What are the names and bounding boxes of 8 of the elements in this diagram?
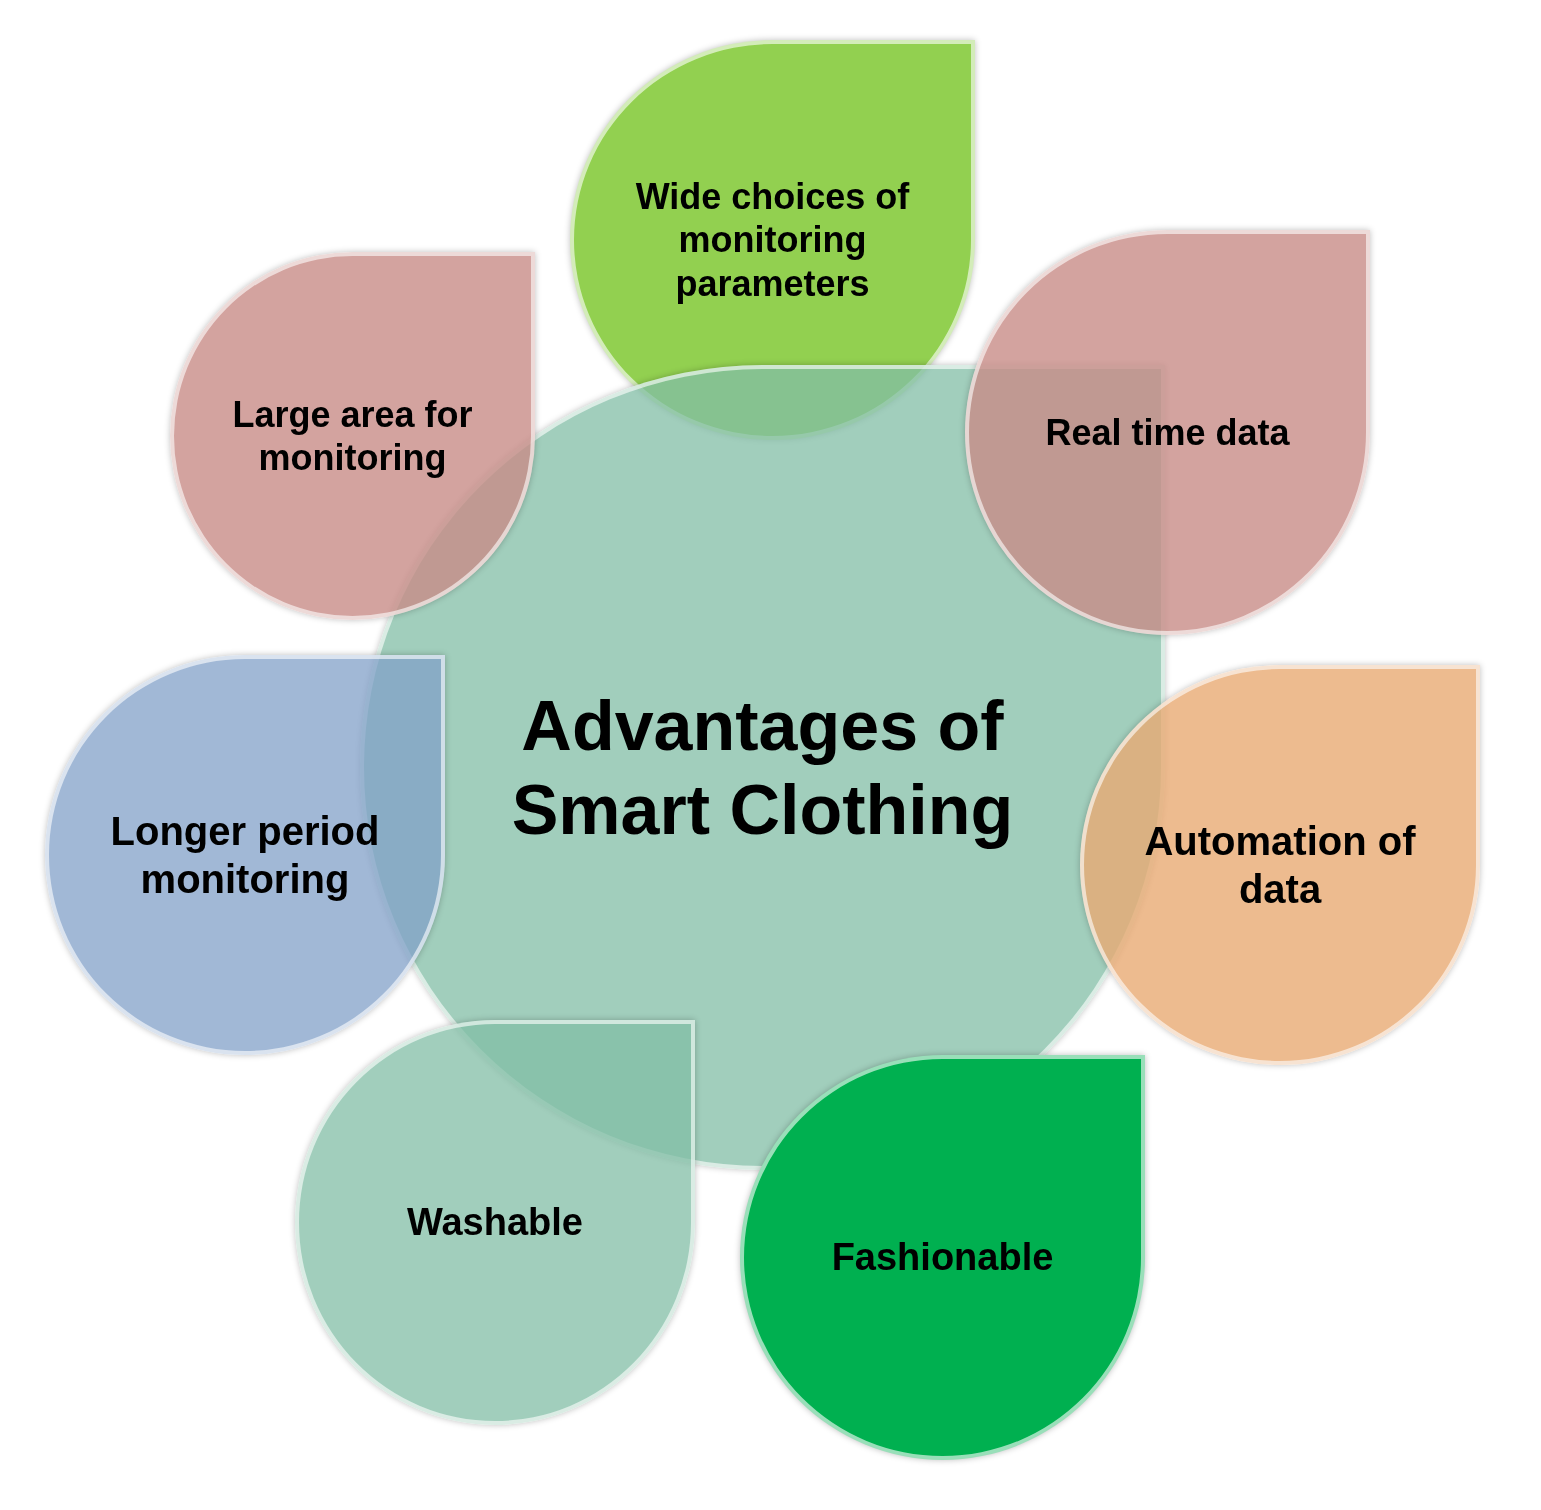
- advantage-text: Fashionable: [831, 1234, 1054, 1280]
- title-text: Advantages of Smart Clothing: [510, 685, 1015, 851]
- advantage-text: Real time data: [1045, 410, 1290, 455]
- advantage-text: Wide choices of monitoring parameters: [634, 175, 911, 305]
- advantage-text: Washable: [407, 1199, 583, 1245]
- advantage-text: Longer period monitoring: [109, 808, 381, 903]
- advantage-text: Automation of data: [1143, 818, 1417, 913]
- advantage-text: Large area for monitoring: [231, 392, 474, 480]
